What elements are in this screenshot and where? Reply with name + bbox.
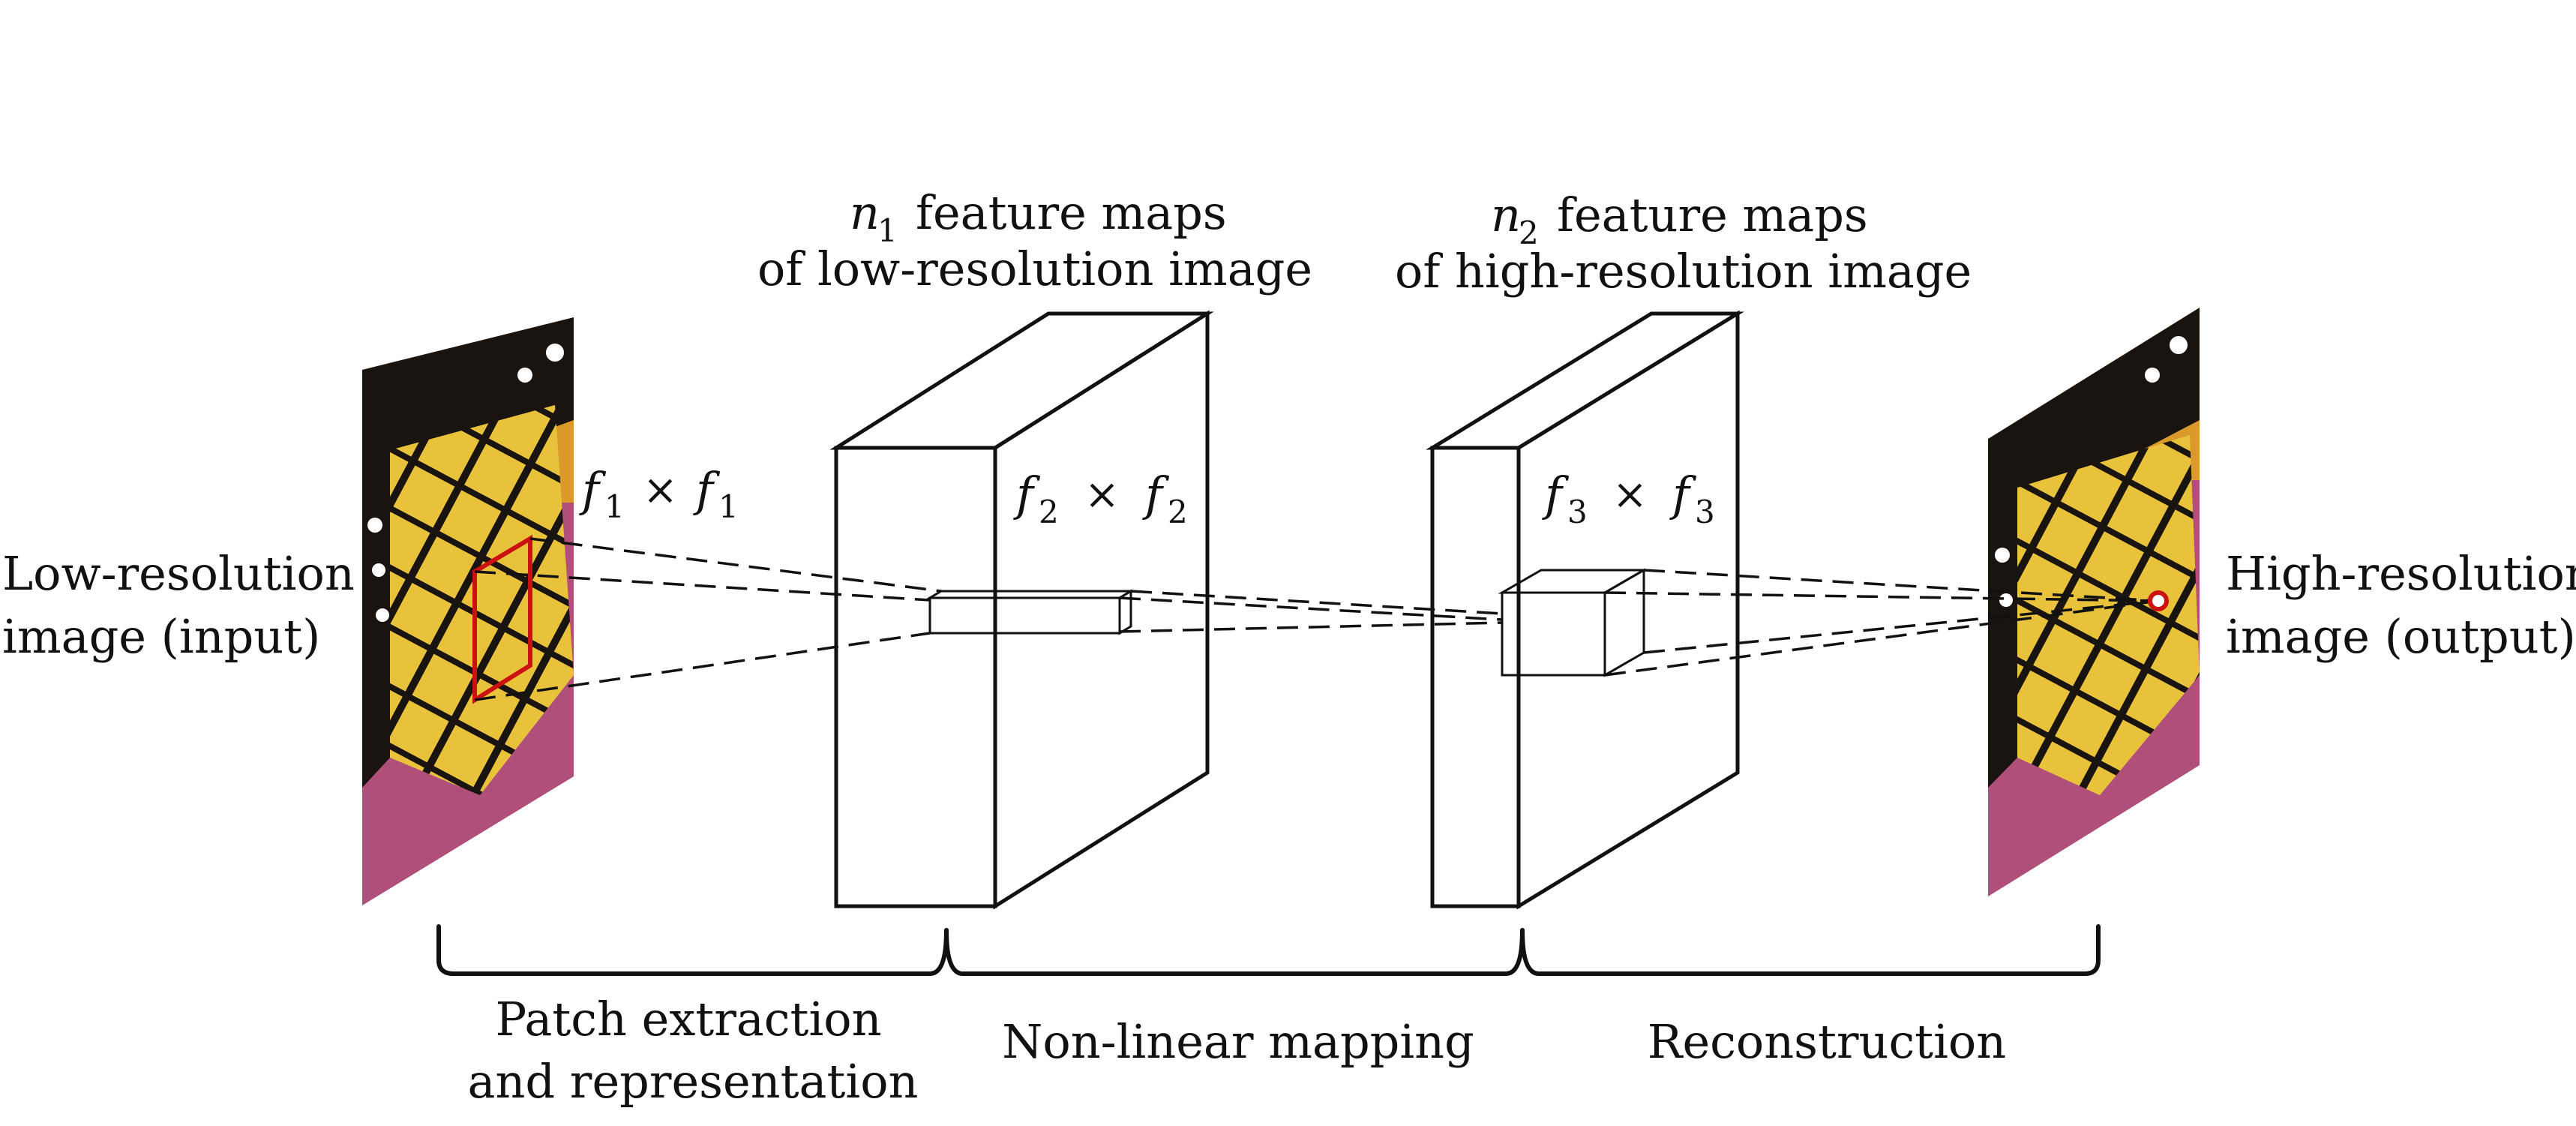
output-label-line2: image (output) [2226, 609, 2576, 664]
f2-sub-b: 2 [1168, 494, 1188, 530]
n1-title-rest: feature maps [916, 185, 1227, 240]
input-label-line2: image (input) [2, 609, 320, 664]
output-label-line1: High-resolution [2226, 546, 2576, 601]
n1-title: n 1 feature maps of low-resolution image [757, 185, 1312, 296]
n2-title-rest: feature maps [1557, 188, 1868, 242]
f1-filter-label: f 1 × f 1 [579, 462, 739, 525]
stage1-label-line1: Patch extraction [495, 992, 881, 1046]
stage3-label: Reconstruction [1648, 1014, 2006, 1069]
input-image [362, 317, 574, 905]
input-patch [472, 534, 532, 704]
stage-braces [436, 924, 2101, 976]
n1-sub: 1 [877, 212, 898, 249]
feature-maps-block-1 [829, 310, 1214, 910]
f1-sub-a: 1 [604, 488, 625, 525]
output-image [1988, 308, 2200, 896]
f1-var-b: f [693, 462, 721, 517]
f1-sub-b: 1 [718, 488, 739, 525]
n2-title: n 2 feature maps of high-resolution imag… [1395, 188, 1972, 299]
f3-times: × [1612, 470, 1648, 519]
n2-var: n [1491, 188, 1521, 242]
f1-times: × [643, 466, 678, 515]
n2-sub: 2 [1519, 215, 1539, 251]
projection-lines [474, 537, 2159, 701]
stage2-label: Non-linear mapping [1002, 1014, 1474, 1069]
n1-title-line2: of low-resolution image [757, 242, 1312, 296]
f2-times: × [1084, 470, 1120, 519]
stage1-label-line2: and representation [468, 1054, 919, 1109]
input-label-line1: Low-resolution [2, 546, 355, 601]
f3-sub-a: 3 [1567, 494, 1588, 530]
n2-title-line2: of high-resolution image [1395, 244, 1972, 299]
output-pixel-marker [2148, 590, 2169, 611]
f2-sub-a: 2 [1039, 494, 1059, 530]
n1-var: n [850, 185, 880, 240]
f1-var-a: f [579, 462, 607, 517]
feature-maps-block-2 [1426, 310, 1744, 910]
f3-sub-b: 3 [1695, 494, 1715, 530]
